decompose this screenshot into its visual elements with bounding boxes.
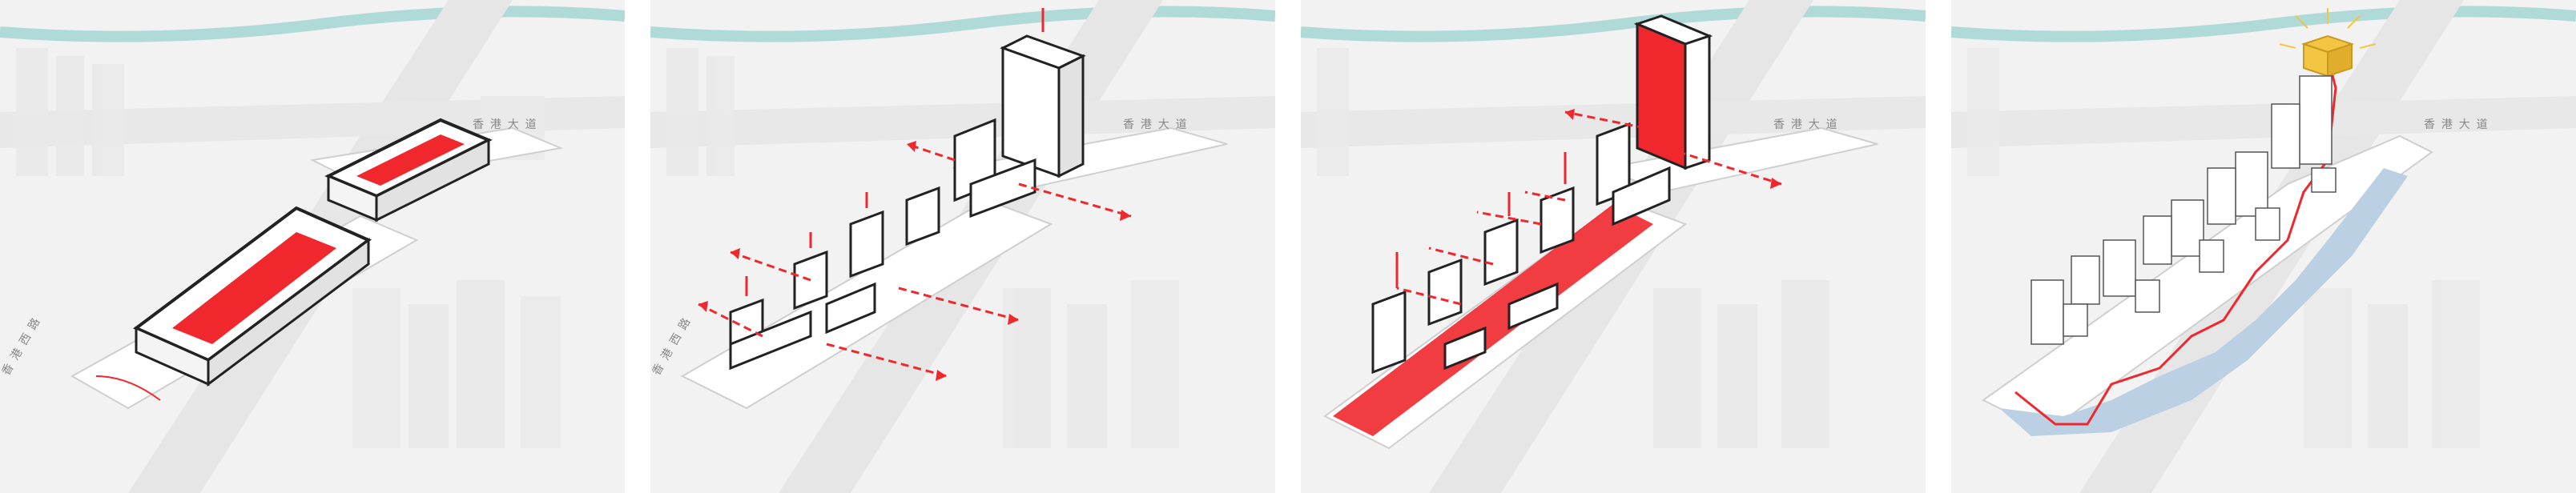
river <box>650 11 1275 36</box>
tower-front <box>1685 36 1709 168</box>
river <box>1301 11 1926 36</box>
panel-step-3: 香 港 大 道 <box>1301 0 1926 493</box>
river <box>1951 11 2576 36</box>
river <box>0 11 625 36</box>
road-label-north: 香 港 大 道 <box>473 118 538 130</box>
panel-1-drawing: 香 港 大 道 香 港 西 路 <box>0 0 625 493</box>
road-label-west: 香 港 西 路 <box>650 315 693 378</box>
road-label-west: 香 港 西 路 <box>0 315 42 378</box>
road-label-north: 香 港 大 道 <box>2424 118 2489 130</box>
panel-4-drawing: 香 港 大 道 <box>1951 0 2576 493</box>
panel-step-4: 香 港 大 道 <box>1951 0 2576 493</box>
panel-step-2: 香 港 大 道 香 港 西 路 <box>650 0 1275 493</box>
tower-front <box>1059 56 1083 176</box>
road-label-north: 香 港 大 道 <box>1123 118 1189 130</box>
tower-red-face <box>1637 24 1685 168</box>
panel-2-drawing: 香 港 大 道 香 港 西 路 <box>650 0 1275 493</box>
panel-3-drawing: 香 港 大 道 <box>1301 0 1926 493</box>
tower-side <box>1003 48 1059 176</box>
panel-step-1: 香 港 大 道 香 港 西 路 <box>0 0 625 493</box>
road-label-north: 香 港 大 道 <box>1773 118 1839 130</box>
